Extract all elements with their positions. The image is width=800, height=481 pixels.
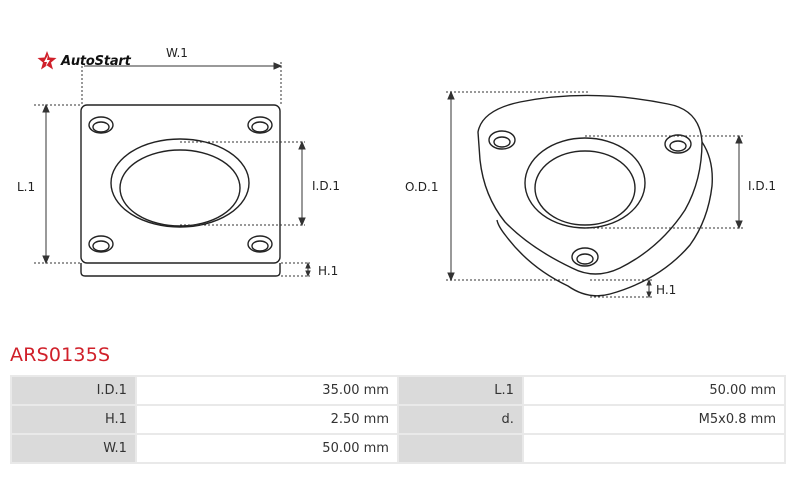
triangular-dimension-lines [446,91,744,298]
spec-label: d. [398,406,522,433]
brand-name: AutoStart [61,53,131,69]
length-label: L.1 [17,180,35,194]
spec-label [398,435,522,462]
specs-table: I.D.1 35.00 mm L.1 50.00 mm H.1 2.50 mm … [10,375,786,464]
outer-diameter-label: O.D.1 [405,180,438,194]
spec-value: 50.00 mm [136,435,397,462]
height-label: H.1 [318,264,338,278]
height-label-right: H.1 [656,283,676,297]
spec-value [523,435,784,462]
drawing-canvas: W.1 L.1 I.D.1 H.1 [17,46,776,299]
spec-value: 2.50 mm [136,406,397,433]
spec-label: H.1 [12,406,135,433]
triangular-gasket [477,94,713,297]
spec-label: I.D.1 [12,377,135,404]
part-code: ARS0135S [10,344,111,366]
spec-label: L.1 [398,377,522,404]
table-row: W.1 50.00 mm [12,435,784,462]
spec-value: 35.00 mm [136,377,397,404]
inner-diameter-label: I.D.1 [312,179,340,193]
square-dimension-lines [34,62,310,277]
table-row: H.1 2.50 mm d. M5x0.8 mm [12,406,784,433]
inner-diameter-label-right: I.D.1 [748,179,776,193]
brand-logo: AutoStart [36,50,131,72]
spec-value: M5x0.8 mm [523,406,784,433]
star-logo-icon [37,51,57,70]
spec-value: 50.00 mm [523,377,784,404]
technical-drawing: W.1 L.1 I.D.1 H.1 [17,46,776,299]
table-row: I.D.1 35.00 mm L.1 50.00 mm [12,377,784,404]
square-gasket [80,104,281,277]
spec-label: W.1 [12,435,135,462]
width-label: W.1 [166,46,188,60]
